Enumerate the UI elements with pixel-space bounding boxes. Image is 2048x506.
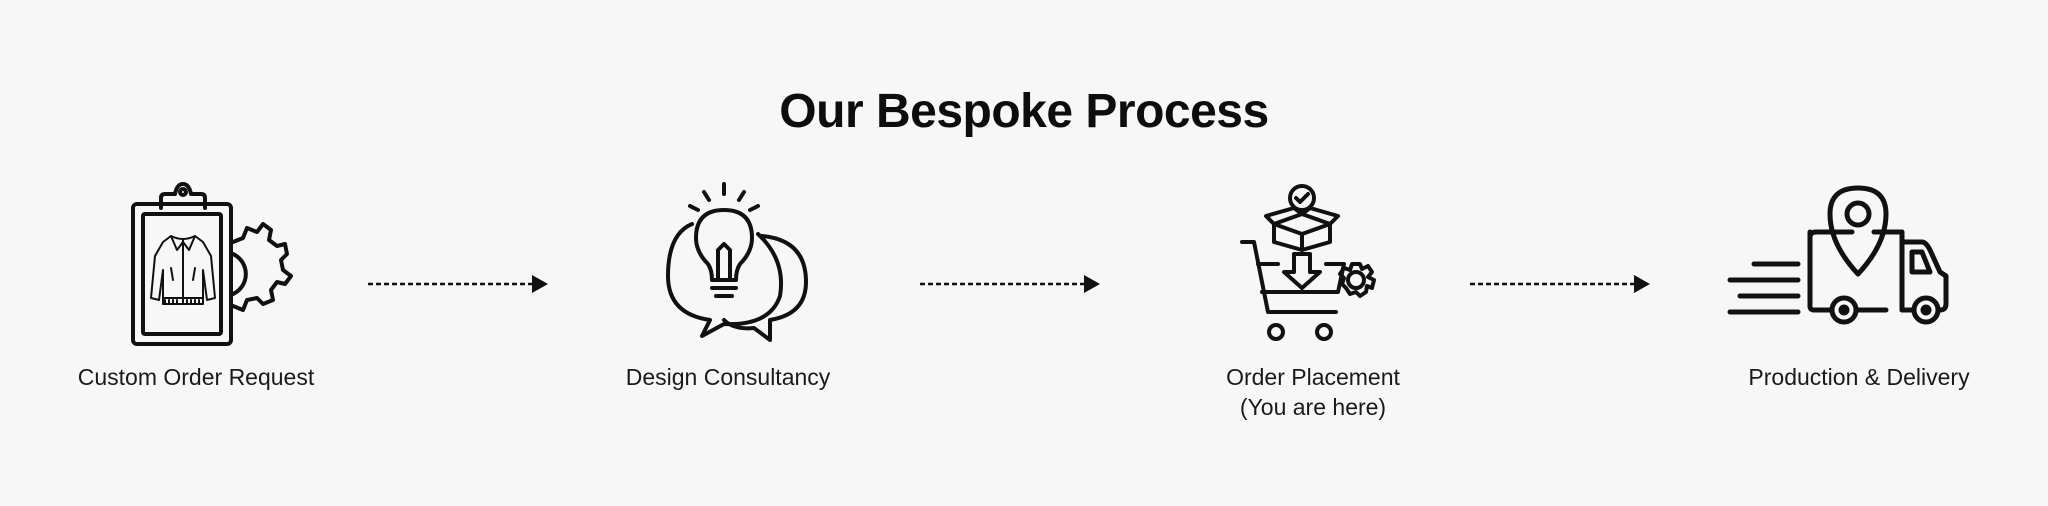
step-label-custom-order-request: Custom Order Request: [77, 364, 315, 390]
cart-box-icon: [1238, 180, 1378, 350]
delivery-truck-icon: [1726, 180, 1952, 350]
flow-arrow: [1468, 270, 1654, 298]
flow-arrow: [366, 270, 552, 298]
step-label-order-placement: Order Placement (You are here): [1163, 362, 1463, 422]
step-label-design-consultancy: Design Consultancy: [625, 364, 831, 390]
page-title: Our Bespoke Process: [779, 85, 1269, 138]
step-title: Order Placement: [1226, 364, 1400, 390]
step-label-production-delivery: Production & Delivery: [1748, 364, 1970, 390]
clipboard-jacket-gear-icon: [125, 180, 295, 350]
lightbulb-chat-icon: [662, 180, 812, 350]
flow-arrow: [918, 270, 1104, 298]
current-step-note: (You are here): [1239, 394, 1387, 420]
